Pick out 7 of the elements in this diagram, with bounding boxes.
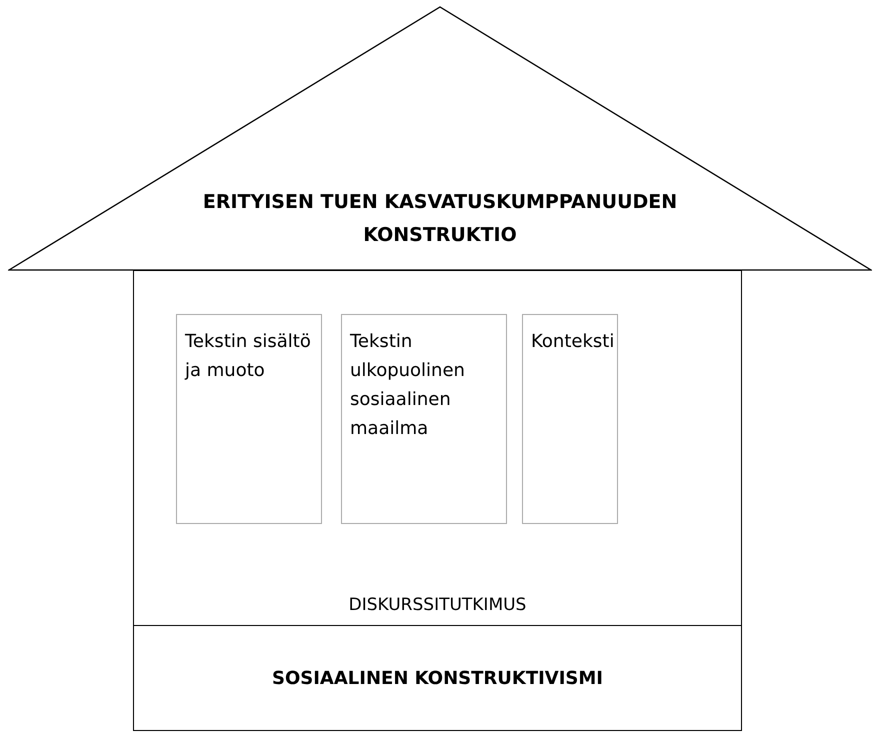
house-body-panel bbox=[133, 270, 742, 626]
section-label: DISKURSSITUTKIMUS bbox=[348, 595, 528, 615]
concept-box: Konteksti bbox=[522, 314, 618, 524]
base-panel: SOSIAALINEN KONSTRUKTIVISMI bbox=[133, 625, 742, 731]
roof-title: ERITYISEN TUEN KASVATUSKUMPPANUUDEN KONSTRUKTIO bbox=[202, 190, 678, 248]
concept-box: Tekstin ulkopuolinen sosiaalinen maailma bbox=[341, 314, 507, 524]
concept-box: Tekstin sisältö ja muoto bbox=[176, 314, 322, 524]
